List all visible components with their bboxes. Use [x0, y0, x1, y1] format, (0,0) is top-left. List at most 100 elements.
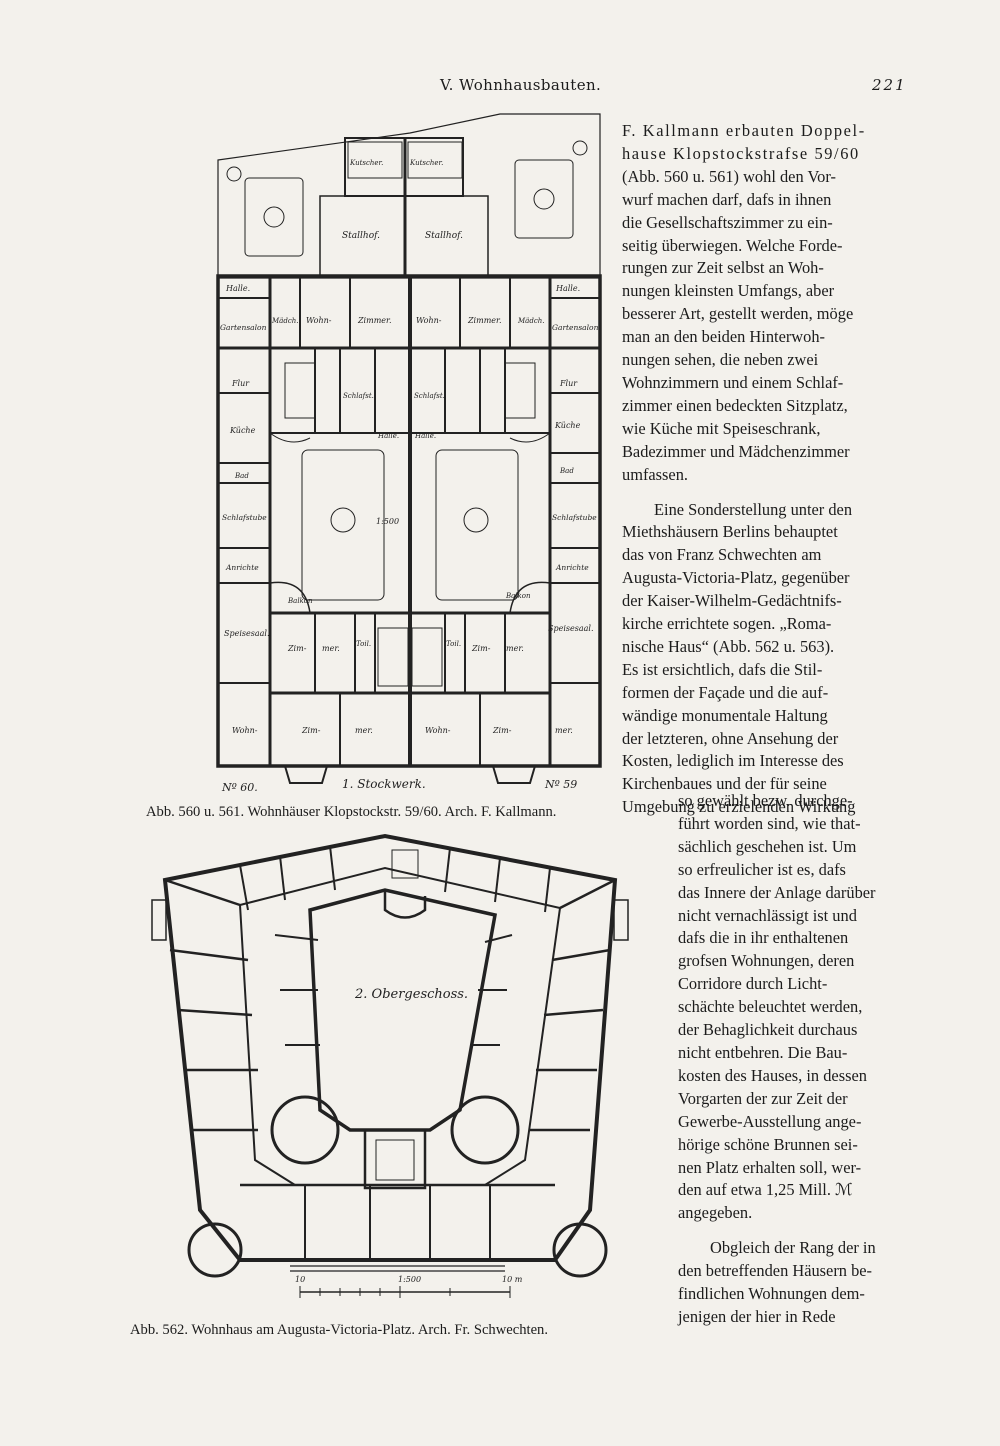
- text-line: kosten des Hauses, in dessen: [678, 1065, 867, 1085]
- label-scale-start: 10: [295, 1275, 305, 1284]
- label-scale-fig2: 1:500: [398, 1275, 421, 1284]
- label-schlafstube-right: Schlafstube: [552, 513, 597, 522]
- text-line: angegeben.: [678, 1203, 753, 1223]
- text-line: F. Kallmann erbauten Doppel-: [622, 121, 866, 140]
- label-wohn-bottom-right: Wohn-: [425, 726, 451, 735]
- text-line: rungen zur Zeit selbst an Woh-: [622, 258, 824, 278]
- label-balkon-right: Balkon: [505, 592, 531, 600]
- text-line: besserer Art, gestellt werden, möge: [622, 304, 854, 324]
- text-line: umfassen.: [622, 464, 689, 484]
- text-line: Umgebung zu erzielenden Wirkung: [622, 797, 856, 817]
- label-schlafst-right: Schlafst.: [414, 392, 445, 400]
- label-flur-right: Flur: [559, 379, 578, 388]
- label-floor-fig1: 1. Stockwerk.: [342, 777, 426, 791]
- label-anrichte-right: Anrichte: [555, 563, 589, 572]
- text-line: nen Platz erhalten soll, wer-: [678, 1157, 862, 1177]
- label-zim-rear-left: Zim-: [287, 644, 307, 653]
- label-stallhof-left: Stallhof.: [342, 231, 380, 241]
- label-balkon-left: Balkon: [287, 597, 313, 605]
- label-scale-end: 10 m: [502, 1275, 523, 1284]
- label-gartensalon-right: Gartensalon: [552, 323, 599, 332]
- label-stallhof-right: Stallhof.: [425, 231, 463, 241]
- label-speisesaal-left: Speisesaal.: [224, 629, 269, 638]
- text-line: jenigen der hier in Rede: [678, 1306, 836, 1326]
- text-line: Miethshäusern Berlins behauptet: [622, 522, 838, 542]
- label-mer-rear-left: mer.: [322, 644, 340, 653]
- text-line: nungen sehen, die neben zwei: [622, 350, 819, 370]
- text-line: den auf etwa 1,25 Mill. ℳ: [678, 1180, 853, 1200]
- text-line: Vorgarten der zur Zeit der: [678, 1088, 848, 1108]
- label-anrichte-left: Anrichte: [225, 563, 259, 572]
- label-zim-bottom-left: Zim-: [301, 726, 321, 735]
- label-toil-left: Toil.: [356, 640, 371, 648]
- label-gartensalon-left: Gartensalon: [220, 323, 267, 332]
- text-line: man an den beiden Hinterwoh-: [622, 327, 825, 347]
- text-line: findlichen Wohnungen dem-: [678, 1284, 865, 1304]
- label-halle-inner-right: Halle.: [414, 432, 436, 440]
- text-line: nicht entbehren. Die Bau-: [678, 1042, 848, 1062]
- label-mer-bottom-left: mer.: [355, 726, 373, 735]
- label-kutscher-left: Kutscher.: [349, 159, 383, 167]
- text-line: grofsen Wohnungen, deren: [678, 951, 855, 971]
- text-line: hause Klopstockstrafse 59/60: [622, 143, 860, 163]
- text-line: sächlich geschehen ist. Um: [678, 836, 857, 856]
- label-bad-right: Bad: [559, 467, 574, 475]
- label-scale-fig1: 1:500: [376, 517, 399, 526]
- floor-plan-augusta-victoria-platz: 2. Obergeschoss. 1:500 10 10 m: [151, 833, 629, 1298]
- text-line: Kosten, lediglich im Interesse des: [622, 751, 844, 771]
- label-toil-right: Toil.: [446, 640, 461, 648]
- text-line: Wohnzimmern und einem Schlaf-: [622, 372, 844, 392]
- text-line: der Kaiser-Wilhelm-Gedächtnifs-: [622, 591, 842, 611]
- label-kutscher-right: Kutscher.: [409, 159, 443, 167]
- text-line: zimmer einen bedeckten Sitzplatz,: [622, 395, 848, 415]
- text-line: nicht vernachlässigt ist und: [678, 905, 857, 925]
- text-line: formen der Façade und die auf-: [622, 682, 829, 702]
- text-line: Eine Sonderstellung unter den: [654, 499, 853, 519]
- text-line: der letzteren, ohne Ansehung der: [622, 728, 839, 748]
- label-bad-left: Bad: [234, 472, 249, 480]
- figure-2-caption: Abb. 562. Wohnhaus am Augusta-Victoria-P…: [130, 1322, 548, 1338]
- figure-1-caption: Abb. 560 u. 561. Wohnhäuser Klopstockstr…: [146, 804, 557, 820]
- text-line: (Abb. 560 u. 561) wohl den Vor-: [622, 166, 836, 186]
- running-head: V. Wohnhausbauten. 221: [0, 76, 1000, 100]
- text-line: wändige monumentale Haltung: [622, 705, 828, 725]
- label-kueche-left: Küche: [229, 426, 256, 435]
- label-no60: Nº 60.: [221, 781, 258, 794]
- text-column-lower: so gewählt bezw. durchge- führt worden s…: [678, 790, 914, 1329]
- text-column-upper: F. Kallmann erbauten Doppel- hause Klops…: [622, 120, 912, 819]
- label-wohn-front-right: Wohn-: [416, 316, 442, 325]
- text-line: den betreffenden Häusern be-: [678, 1261, 873, 1281]
- text-line: seitig überwiegen. Welche Forde-: [622, 235, 843, 255]
- label-schlafstube-left: Schlafstube: [222, 513, 267, 522]
- label-flur-left: Flur: [231, 379, 250, 388]
- text-line: wurf machen darf, dafs in ihnen: [622, 189, 832, 209]
- text-line: nungen kleinsten Umfangs, aber: [622, 281, 835, 301]
- text-line: führt worden sind, wie that-: [678, 813, 861, 833]
- text-line: Gewerbe-Ausstellung ange-: [678, 1111, 862, 1131]
- label-halle-right: Halle.: [555, 284, 580, 293]
- text-line: nische Haus“ (Abb. 562 u. 563).: [622, 636, 835, 656]
- label-zimmer-front-right: Zimmer.: [467, 316, 502, 325]
- label-zim-bottom-right: Zim-: [492, 726, 512, 735]
- text-line: Obgleich der Rang der in: [710, 1238, 876, 1258]
- label-halle-inner-left: Halle.: [377, 432, 399, 440]
- floor-plan-klopstockstr: Stallhof. Stallhof. Kutscher. Kutscher. …: [216, 113, 602, 794]
- text-line: Es ist ersichtlich, dafs die Stil-: [622, 659, 823, 679]
- text-line: Augusta-Victoria-Platz, gegenüber: [622, 568, 850, 588]
- running-head-title: V. Wohnhausbauten.: [440, 76, 602, 94]
- page-number: 221: [872, 76, 907, 94]
- label-schlafst-left: Schlafst.: [343, 392, 374, 400]
- label-zimmer-front-left: Zimmer.: [357, 316, 392, 325]
- text-line: wie Küche mit Speiseschrank,: [622, 418, 821, 438]
- text-line: hörige schöne Brunnen sei-: [678, 1134, 858, 1154]
- text-line: der Behaglichkeit durchaus: [678, 1020, 858, 1040]
- label-mer-bottom-right: mer.: [555, 726, 573, 735]
- label-wohn-front-left: Wohn-: [306, 316, 332, 325]
- label-maedchen-left: Mädch.: [271, 317, 298, 325]
- label-zim-rear-right: Zim-: [471, 644, 491, 653]
- text-line: dafs die in ihr enthaltenen: [678, 928, 849, 948]
- label-floor-fig2: 2. Obergeschoss.: [354, 987, 468, 1002]
- text-line: Kirchenbaues und der für seine: [622, 774, 827, 794]
- text-line: die Gesellschaftszimmer zu ein-: [622, 212, 833, 232]
- text-line: das Innere der Anlage darüber: [678, 882, 876, 902]
